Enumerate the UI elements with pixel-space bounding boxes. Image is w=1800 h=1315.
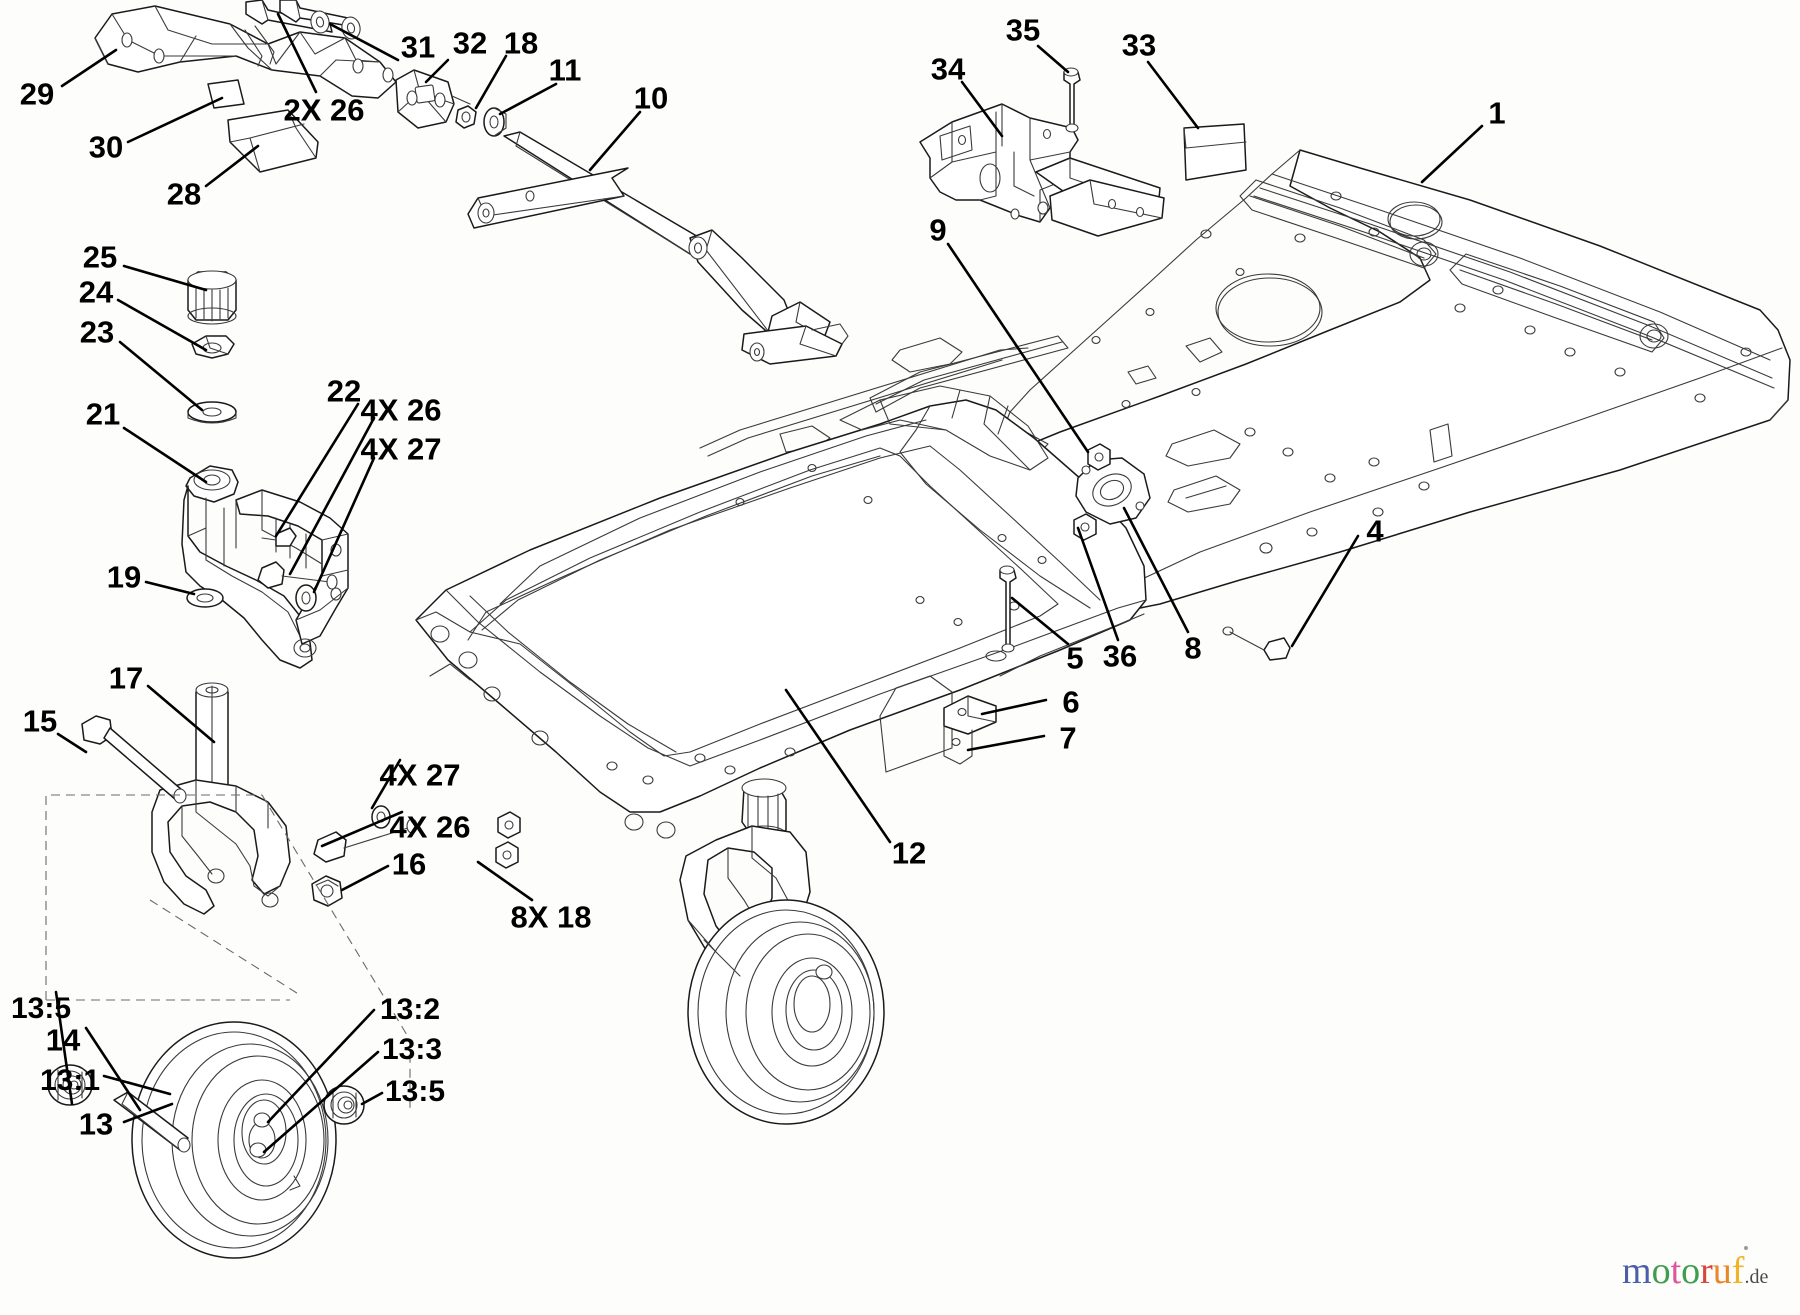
callout-25: 25	[82, 239, 118, 275]
part-35-bolt	[1063, 67, 1081, 133]
callout-28: 28	[166, 176, 202, 212]
part-25-knob	[187, 270, 237, 325]
callout-4x-26-deck: 4X 26	[389, 809, 471, 845]
part-28-grip	[227, 109, 319, 173]
part-18-nut-deck-a	[497, 811, 521, 839]
part-13-5-bearing-right	[323, 1085, 365, 1125]
callout-14: 14	[45, 1022, 81, 1058]
watermark-tld: .de	[1744, 1266, 1769, 1288]
motoruf-watermark: motoruf.de	[1622, 1246, 1769, 1292]
part-12-deck-frame	[415, 335, 1147, 839]
callout-4x-27-caster: 4X 27	[360, 431, 442, 467]
callout-29: 29	[19, 76, 55, 112]
part-26-bolts-pair	[245, 0, 361, 40]
part-32-clevis	[395, 69, 471, 129]
callout-12: 12	[891, 835, 927, 871]
callout-6: 6	[1062, 684, 1080, 720]
watermark-letter-f: f	[1731, 1250, 1745, 1292]
callout-30: 30	[88, 129, 124, 165]
callout-13-3: 13:3	[381, 1033, 443, 1066]
part-26-bolt-caster	[257, 561, 338, 590]
part-33-decal	[1183, 123, 1247, 181]
callout-13-1: 13:1	[39, 1064, 101, 1097]
callout-4: 4	[1366, 513, 1384, 549]
part-36-nut-upper	[1087, 443, 1111, 471]
part-29-lift-arm	[94, 5, 397, 99]
watermark-letter-o1: o	[1651, 1250, 1671, 1292]
callout-7: 7	[1059, 720, 1077, 756]
part-11-bushing	[483, 107, 507, 137]
callout-21: 21	[85, 396, 121, 432]
part-22-setscrew	[261, 527, 297, 547]
callout-24: 24	[78, 274, 114, 310]
callout-1: 1	[1488, 95, 1506, 131]
callout-32: 32	[452, 25, 488, 61]
callout-8x-18: 8X 18	[510, 899, 592, 935]
part-4-bolt	[1222, 626, 1291, 661]
callout-8: 8	[1184, 630, 1202, 666]
callout-13-2: 13:2	[379, 993, 441, 1026]
watermark-letter-o2: o	[1681, 1250, 1701, 1292]
callout-36: 36	[1102, 638, 1138, 674]
watermark-letter-t: t	[1670, 1250, 1682, 1292]
callout-2x-26: 2X 26	[283, 92, 365, 128]
part-24-retainer-clip	[191, 335, 235, 359]
part-13-wheel-assembly	[131, 1021, 337, 1259]
part-27-washer-caster	[295, 584, 317, 612]
callout-22: 22	[326, 373, 362, 409]
part-1-deck-shell	[779, 149, 1791, 613]
part-caster-right-wheel	[679, 778, 885, 1125]
leader-lines	[54, 12, 1484, 1154]
callout-34: 34	[930, 51, 966, 87]
callout-16: 16	[391, 846, 427, 882]
part-15-axle-bolt	[81, 715, 187, 804]
part-5-bolt	[985, 565, 1017, 662]
callout-4x-27-deck: 4X 27	[379, 757, 461, 793]
callout-9: 9	[929, 212, 947, 248]
callout-19: 19	[106, 559, 142, 595]
part-19-washer	[186, 588, 224, 608]
part-30-plate	[207, 79, 245, 109]
part-18-nut-top	[455, 105, 477, 129]
part-16-nut	[311, 875, 343, 907]
callout-4x-26-caster: 4X 26	[360, 392, 442, 428]
part-34-bracket	[919, 103, 1165, 237]
callout-18-top: 18	[503, 25, 539, 61]
callout-5: 5	[1066, 640, 1084, 676]
callout-10: 10	[633, 80, 669, 116]
part-10-lift-rod	[467, 131, 849, 365]
callout-11: 11	[548, 52, 582, 88]
callout-15: 15	[22, 703, 58, 739]
watermark-letter-r: r	[1700, 1250, 1713, 1292]
callout-13-5-right: 13:5	[384, 1075, 446, 1108]
callout-13: 13	[78, 1106, 114, 1142]
part-17-caster-fork	[151, 682, 291, 915]
callout-35: 35	[1005, 12, 1041, 48]
watermark-letter-u: u	[1712, 1250, 1732, 1292]
part-21-caster-arm-upper	[181, 465, 349, 669]
callout-17: 17	[108, 660, 144, 696]
callout-31: 31	[400, 29, 436, 65]
part-14-axle	[113, 1091, 191, 1153]
callout-23: 23	[79, 314, 115, 350]
callout-33: 33	[1121, 27, 1157, 63]
watermark-letter-m: m	[1622, 1250, 1652, 1292]
watermark-dot	[1744, 1246, 1748, 1250]
callout-13-5-left: 13:5	[10, 992, 72, 1025]
part-18-nut-deck-b	[495, 841, 519, 869]
